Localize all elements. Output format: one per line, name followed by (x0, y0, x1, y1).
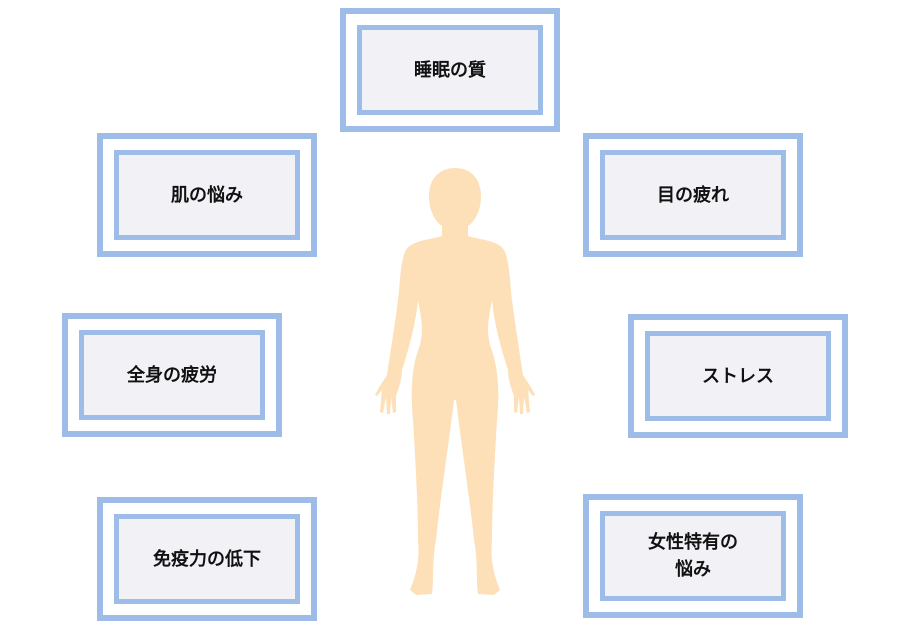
topic-box-eye-fatigue: 目の疲れ (583, 133, 803, 257)
topic-label: 女性特有の 悩み (648, 532, 738, 580)
topic-label: 肌の悩み (171, 184, 243, 206)
topic-label: ストレス (702, 365, 774, 387)
topic-label: 全身の疲労 (127, 364, 217, 386)
topic-box-weakened-immunity: 免疫力の低下 (97, 497, 317, 621)
topic-box-whole-body-fatigue: 全身の疲労 (62, 313, 282, 437)
topic-box-sleep-quality: 睡眠の質 (340, 8, 560, 132)
topic-box-womens-concerns: 女性特有の 悩み (583, 494, 803, 618)
topic-box-skin-concerns: 肌の悩み (97, 133, 317, 257)
topic-label: 睡眠の質 (414, 59, 486, 81)
topic-label: 免疫力の低下 (153, 548, 261, 570)
topic-label: 目の疲れ (657, 184, 729, 206)
topic-box-stress: ストレス (628, 314, 848, 438)
